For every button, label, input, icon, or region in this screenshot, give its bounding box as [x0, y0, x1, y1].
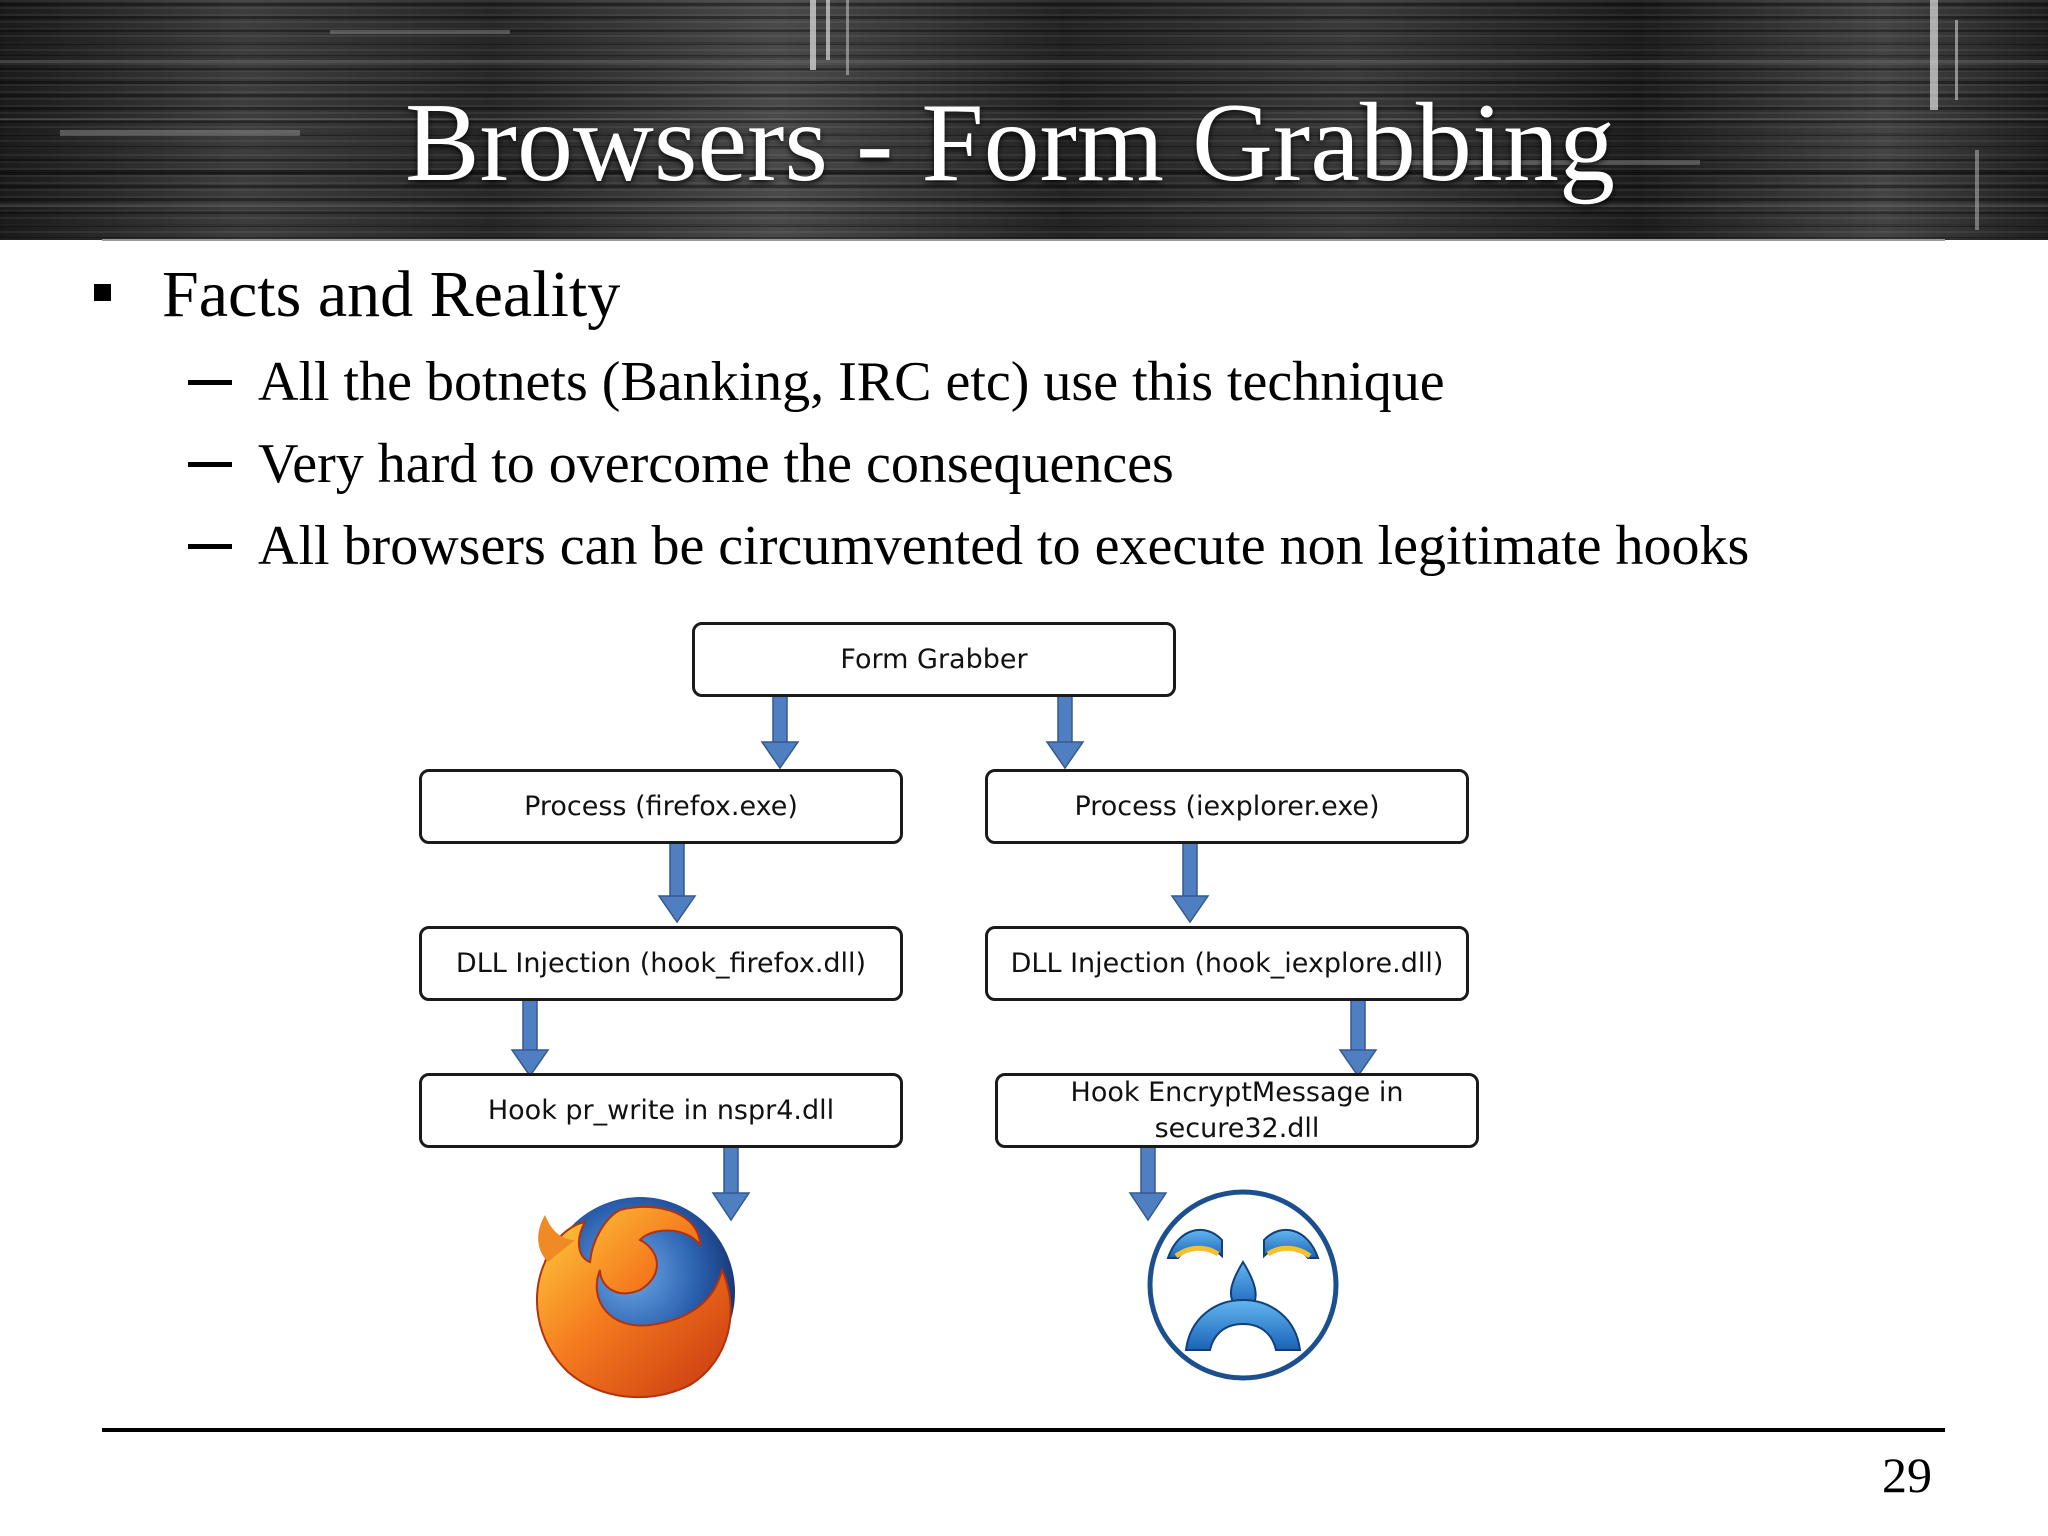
sub-bullet-3: All browsers can be circumvented to exec… — [188, 511, 1749, 581]
arrow-ie-injection-to-hook — [1338, 999, 1378, 1078]
ie-injection-box: DLL Injection (hook_iexplore.dll) — [985, 926, 1469, 1001]
arrow-ie-hook-to-logo — [1128, 1146, 1168, 1222]
arrow-firefox-process-to-injection — [657, 842, 697, 924]
header-banner: Browsers - Form Grabbing — [0, 0, 2048, 240]
sub-bullet-text: All browsers can be circumvented to exec… — [258, 515, 1750, 577]
sub-bullet-text: Very hard to overcome the consequences — [258, 433, 1174, 495]
sub-bullet-2: Very hard to overcome the consequences — [188, 429, 1174, 499]
arrow-ie-process-to-injection — [1170, 842, 1210, 924]
arrow-root-to-firefox-process — [760, 695, 800, 770]
banner-texture — [0, 0, 2048, 230]
sub-bullet-1: All the botnets (Banking, IRC etc) use t… — [188, 347, 1445, 417]
arrow-root-to-ie-process — [1045, 695, 1085, 770]
firefox-logo-icon — [535, 1197, 735, 1399]
bottom-divider — [102, 1428, 1945, 1432]
dash-icon — [188, 461, 232, 467]
dash-icon — [188, 543, 232, 549]
dash-icon — [188, 379, 232, 385]
ie-hook-box: Hook EncryptMessage in secure32.dll — [995, 1073, 1479, 1148]
top-divider — [102, 239, 1945, 241]
slide-title: Browsers - Form Grabbing — [404, 81, 1616, 205]
page-number: 29 — [1882, 1447, 1932, 1503]
arrow-firefox-injection-to-hook — [510, 999, 550, 1078]
firefox-process-box: Process (firefox.exe) — [419, 769, 903, 844]
firefox-hook-box: Hook pr_write in nspr4.dll — [419, 1073, 903, 1148]
crying-ie-face-icon — [1147, 1189, 1339, 1381]
bullet-square-icon — [94, 283, 111, 301]
form-grabber-box: Form Grabber — [692, 622, 1176, 697]
arrow-firefox-hook-to-logo — [711, 1146, 751, 1222]
sub-bullet-text: All the botnets (Banking, IRC etc) use t… — [258, 351, 1445, 413]
ie-process-box: Process (iexplorer.exe) — [985, 769, 1469, 844]
bullet-main-text: Facts and Reality — [162, 258, 621, 331]
firefox-injection-box: DLL Injection (hook_firefox.dll) — [419, 926, 903, 1001]
bullet-main: Facts and Reality — [94, 250, 620, 340]
